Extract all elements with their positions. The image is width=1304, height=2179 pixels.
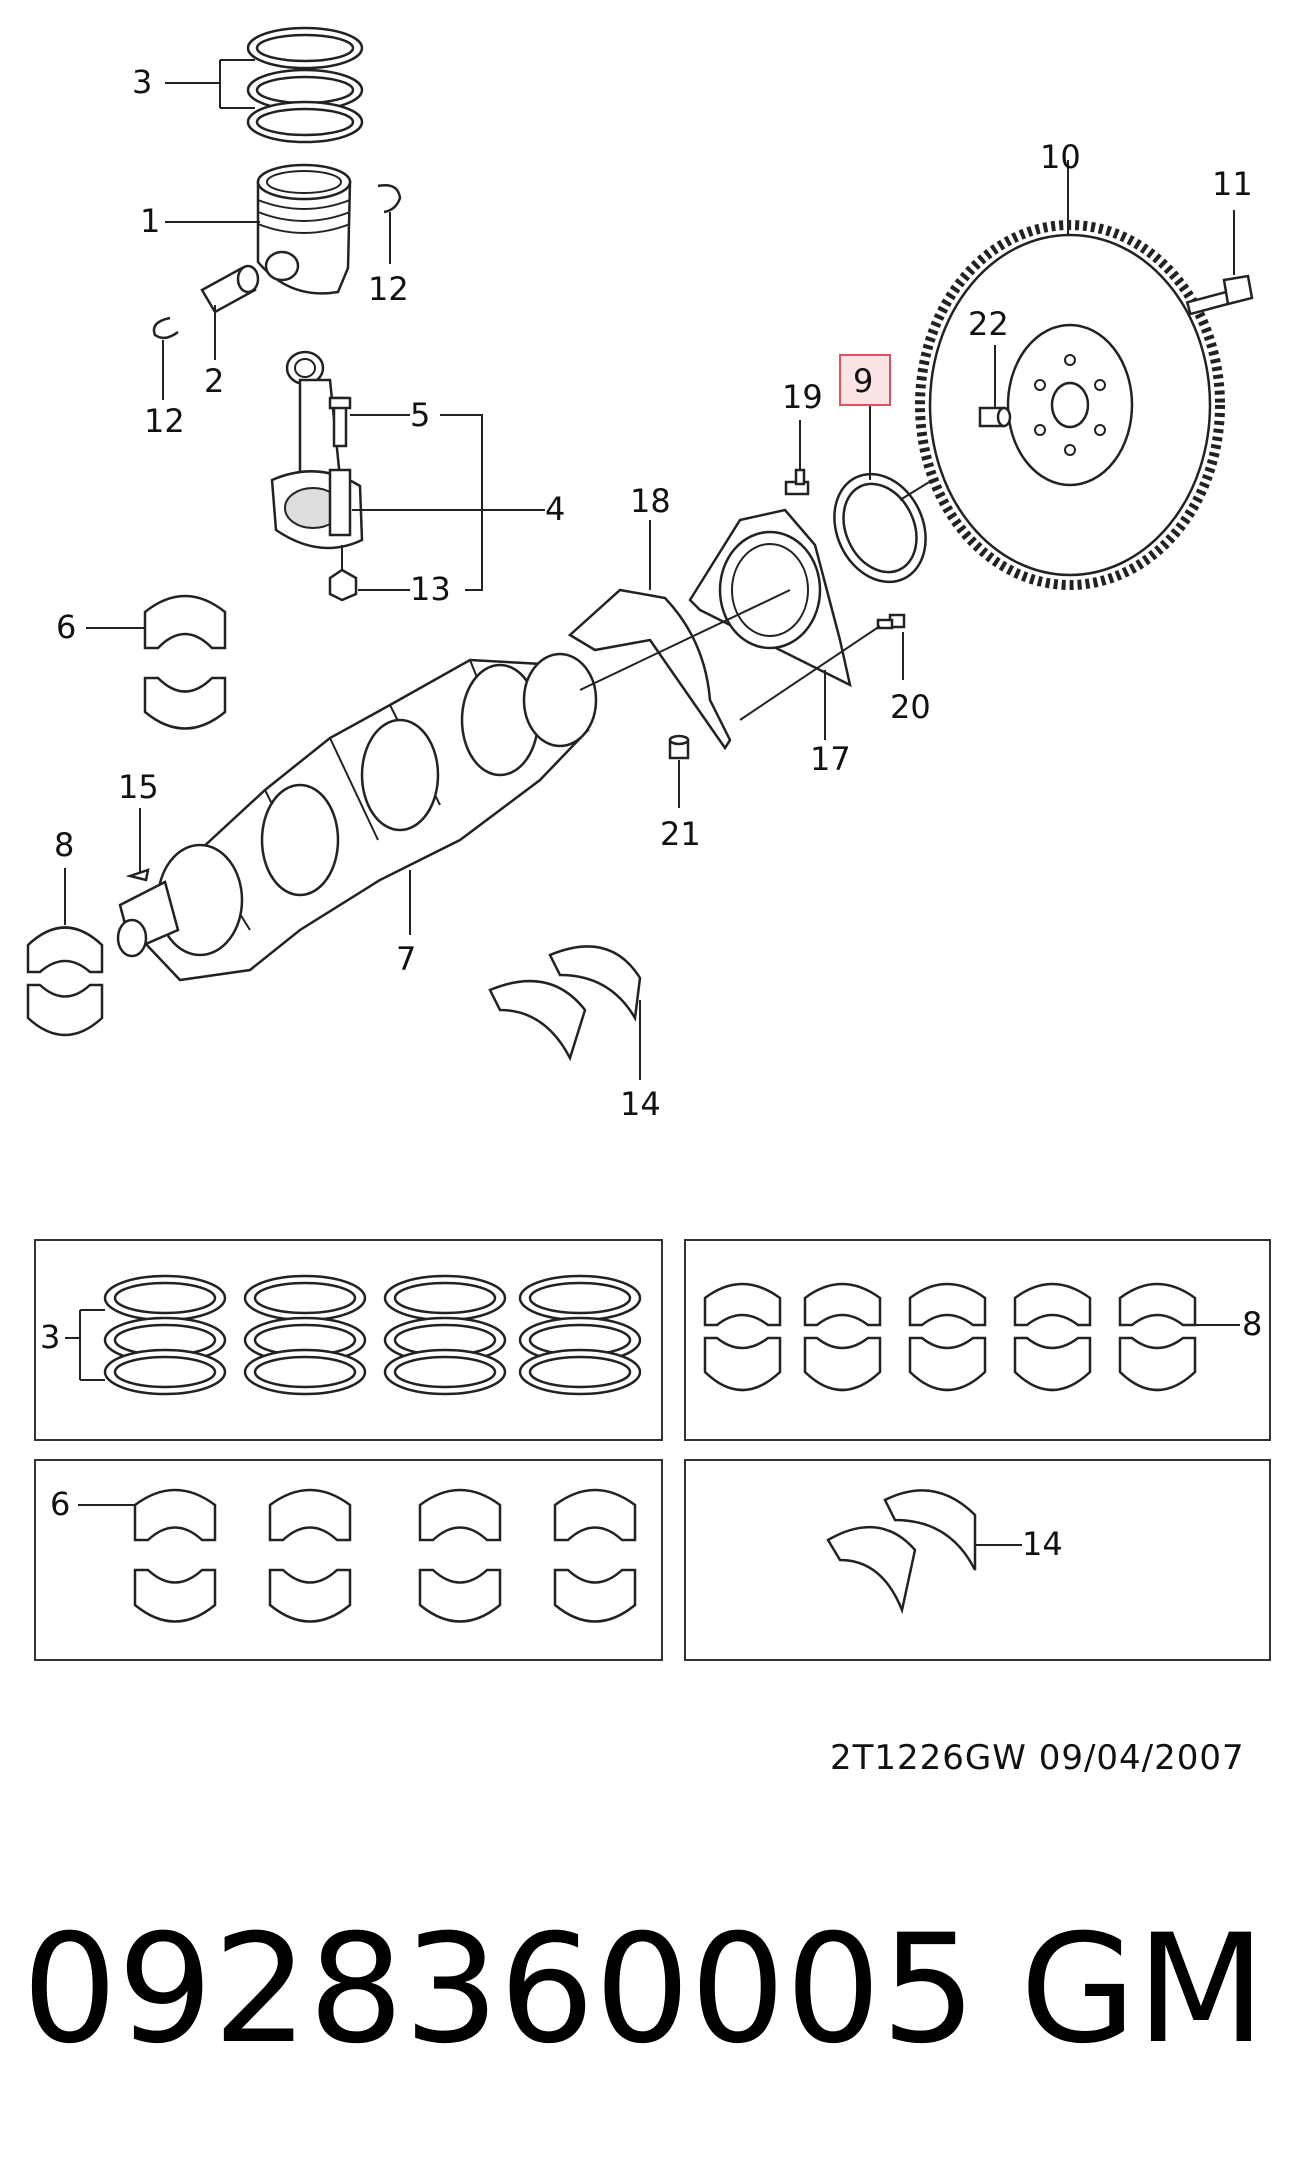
kit-box-piston-rings bbox=[34, 1239, 663, 1441]
callout-1: 1 bbox=[140, 202, 160, 240]
main-bearing-shells bbox=[26, 926, 104, 1037]
brand-name: GM bbox=[1020, 1903, 1266, 2077]
housing-bolt-20 bbox=[876, 613, 906, 630]
callout-10: 10 bbox=[1040, 138, 1081, 176]
kit-callout-14: 14 bbox=[1022, 1525, 1063, 1563]
thrust-washers bbox=[488, 945, 642, 1062]
callout-15: 15 bbox=[118, 768, 159, 806]
callout-3: 3 bbox=[132, 63, 152, 101]
kit-box-main-bearings bbox=[684, 1239, 1271, 1441]
rod-bearing-shells bbox=[143, 594, 227, 730]
callout-11: 11 bbox=[1212, 165, 1253, 203]
flywheel bbox=[915, 220, 1225, 590]
woodruff-key bbox=[125, 868, 150, 882]
kit-callout-6: 6 bbox=[50, 1485, 70, 1523]
part-number: 0928360005 bbox=[22, 1903, 977, 2077]
callout-13: 13 bbox=[410, 570, 451, 608]
diagram-reference-code: 2T1226GW 09/04/2007 bbox=[830, 1738, 1245, 1778]
kit-callout-8: 8 bbox=[1242, 1305, 1262, 1343]
callout-22: 22 bbox=[968, 305, 1009, 343]
seal-housing-gasket bbox=[567, 588, 732, 751]
callout-21: 21 bbox=[660, 815, 701, 853]
callout-12-right: 12 bbox=[368, 270, 409, 308]
dowel-pin bbox=[668, 734, 690, 760]
rod-bolt bbox=[328, 396, 352, 448]
callout-20: 20 bbox=[890, 688, 931, 726]
snap-ring-right bbox=[377, 184, 402, 214]
callout-19: 19 bbox=[782, 378, 823, 416]
callout-14: 14 bbox=[620, 1085, 661, 1123]
housing-bolt-19 bbox=[784, 468, 810, 496]
kit-box-rod-bearings bbox=[34, 1459, 663, 1661]
callout-2: 2 bbox=[204, 362, 224, 400]
callout-18: 18 bbox=[630, 482, 671, 520]
crankshaft bbox=[116, 652, 598, 982]
connecting-rod bbox=[270, 350, 364, 550]
callout-7: 7 bbox=[396, 940, 416, 978]
callout-4: 4 bbox=[545, 490, 565, 528]
rear-seal-housing bbox=[688, 508, 852, 688]
callout-9: 9 bbox=[853, 362, 873, 400]
flywheel-dowel bbox=[978, 406, 1012, 428]
callout-12-left: 12 bbox=[144, 402, 185, 440]
kit-callout-3: 3 bbox=[40, 1318, 60, 1356]
flywheel-bolt bbox=[1185, 274, 1254, 316]
callout-5: 5 bbox=[410, 396, 430, 434]
callout-17: 17 bbox=[810, 740, 851, 778]
piston-rings bbox=[246, 26, 364, 144]
rod-nut bbox=[328, 545, 358, 602]
piston-pin bbox=[200, 264, 260, 314]
piston bbox=[256, 163, 352, 295]
callout-6: 6 bbox=[56, 608, 76, 646]
highlight-box bbox=[839, 354, 891, 406]
kit-box-thrust-washers bbox=[684, 1459, 1271, 1661]
crankshaft-rear-oil-seal bbox=[833, 472, 927, 584]
snap-ring-left bbox=[152, 316, 179, 340]
callout-8: 8 bbox=[54, 826, 74, 864]
